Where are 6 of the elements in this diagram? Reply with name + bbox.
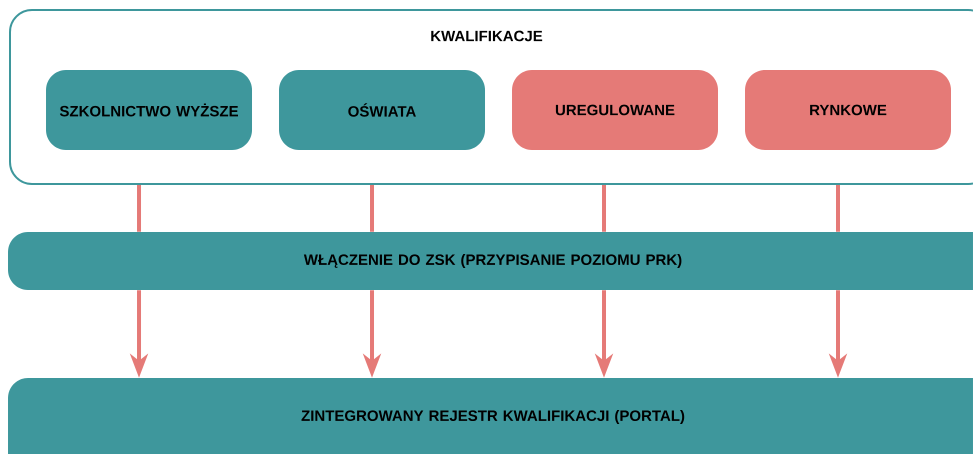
process-band: WŁĄCZENIE DO ZSK (PRZYPISANIE POZIOMU PRK) <box>8 232 973 290</box>
process-band: ZINTEGROWANY REJESTR KWALIFIKACJI (PORTAL) <box>8 378 973 454</box>
category-box: OŚWIATA <box>279 70 485 150</box>
category-box: RYNKOWE <box>745 70 951 150</box>
category-box: SZKOLNICTWO WYŻSZE <box>46 70 252 150</box>
category-box: UREGULOWANE <box>512 70 718 150</box>
